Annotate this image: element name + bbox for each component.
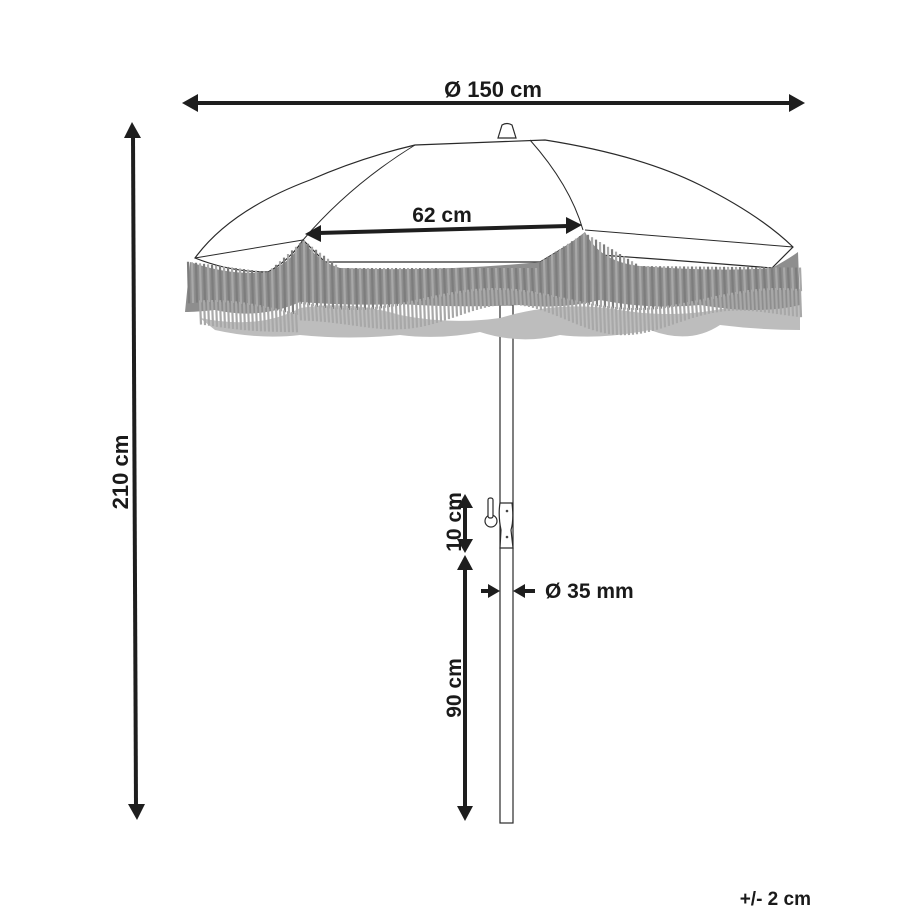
fringe-strands (186, 233, 803, 336)
arrow-right-icon (566, 217, 582, 234)
panel-width-dimension: 62 cm (305, 204, 582, 242)
arrow-up-icon (457, 494, 473, 508)
total-height-dimension: 210 cm (108, 122, 145, 820)
tolerance-note: +/- 2 cm (740, 889, 811, 910)
canopy-rib (194, 239, 304, 259)
arrow-right-icon (789, 94, 805, 112)
total-height-label: 210 cm (108, 435, 133, 510)
canopy-diameter-label: Ø 150 cm (444, 77, 542, 102)
panel-width-label: 62 cm (412, 204, 472, 227)
crank-mechanism (484, 497, 514, 549)
canopy-diameter-dimension: Ø 150 cm (182, 77, 805, 112)
lower-pole-label: 90 cm (443, 658, 466, 718)
pole-diameter-label: Ø 35 mm (545, 580, 634, 603)
arrow-down-icon (128, 804, 145, 820)
arrow-left-icon (513, 584, 525, 598)
arrow-up-icon (457, 555, 473, 570)
umbrella-illustration (185, 122, 803, 824)
arrow-down-icon (457, 806, 473, 821)
umbrella-finial (497, 122, 517, 139)
crank-section-dimension: 10 cm (443, 492, 473, 553)
canopy-rib (529, 139, 584, 231)
arrow-up-icon (124, 122, 141, 138)
crank-handle (487, 497, 494, 519)
pole-diameter-dimension: Ø 35 mm (481, 580, 634, 603)
umbrella-canopy (194, 139, 794, 273)
canopy-rib (584, 229, 794, 248)
lower-pole-dimension: 90 cm (443, 555, 473, 821)
arrow-down-icon (457, 539, 473, 553)
canopy-rib (302, 144, 416, 241)
arrow-left-icon (305, 225, 321, 242)
crank-section-label: 10 cm (443, 492, 466, 552)
arrow-right-icon (488, 584, 500, 598)
umbrella-pole (499, 304, 514, 824)
arrow-left-icon (182, 94, 198, 112)
